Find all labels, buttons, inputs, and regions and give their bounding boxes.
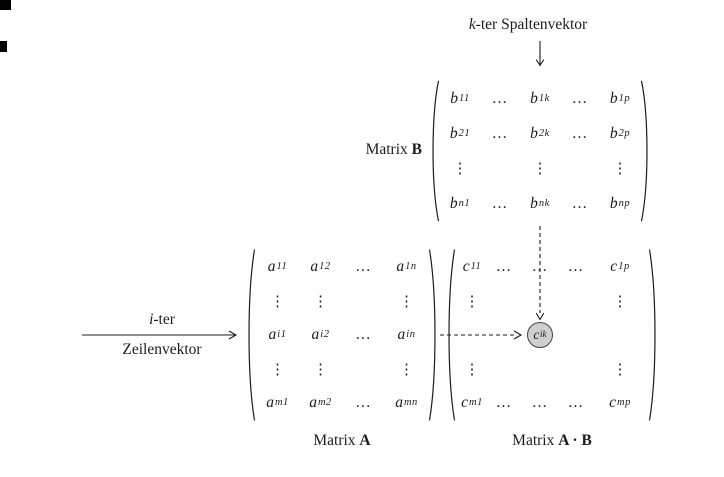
matrix-cell <box>342 352 385 386</box>
matrix-a-word: Matrix <box>313 432 360 449</box>
matrix-cell: … <box>531 394 549 411</box>
matrix-b-name: B <box>411 141 422 158</box>
row-vector-label: i-ter Zeilenvektor <box>80 311 244 359</box>
matrix-cell <box>560 151 600 186</box>
dashed-row-arrow-icon <box>440 330 523 340</box>
matrix-b-left-paren <box>428 78 440 224</box>
matrix-cell <box>488 284 520 318</box>
row-arrow-icon <box>82 330 238 340</box>
matrix-cell <box>560 284 592 318</box>
matrix-cell: … <box>531 258 549 275</box>
matrix-cell: … <box>567 394 585 411</box>
matrix-product-word: Matrix <box>512 432 559 449</box>
matrix-b-word: Matrix <box>365 141 412 158</box>
matrix-a-name: A <box>359 432 371 449</box>
row-vector-word: Zeilenvektor <box>122 341 202 358</box>
matrix-b-right-paren <box>640 78 652 224</box>
matrix-cell: ⋮ <box>270 293 285 310</box>
page-marker-square-top <box>0 0 11 10</box>
matrix-cell: … <box>355 394 372 411</box>
page-marker-square-left <box>0 41 7 52</box>
matrix-product-label: Matrix A · B <box>478 432 626 450</box>
matrix-cell: ⋮ <box>270 361 285 378</box>
matrix-cell: … <box>495 394 513 411</box>
matrix-cell: … <box>355 258 372 275</box>
matrix-a-label: Matrix A <box>282 432 402 450</box>
matrix-cell: … <box>571 89 589 107</box>
matrix-cell: … <box>355 326 372 343</box>
matrix-cell <box>560 352 592 386</box>
i-variable: i <box>149 311 154 328</box>
matrix-a-right-paren <box>428 246 440 424</box>
matrix-cell <box>480 151 520 186</box>
matrix-b-label: Matrix B <box>322 141 422 159</box>
matrix-cell: ⋮ <box>532 161 548 177</box>
column-vector-label-text: -ter Spaltenvektor <box>475 16 588 33</box>
dashed-column-arrow-icon <box>535 226 545 321</box>
matrix-cell: ⋮ <box>313 361 328 378</box>
row-vector-label-ter: -ter <box>153 311 175 328</box>
matrix-cell: ⋮ <box>464 361 480 378</box>
matrix-cell: ⋮ <box>399 293 414 310</box>
row-vector-label-bottom: Zeilenvektor <box>80 341 244 359</box>
matrix-cell <box>342 284 385 318</box>
matrix-cell: ⋮ <box>612 293 628 310</box>
column-vector-label: k-ter Spaltenvektor <box>428 16 628 34</box>
matrix-cell: ⋮ <box>399 361 414 378</box>
matrix-cell: ⋮ <box>612 161 628 177</box>
matrix-cell <box>488 352 520 386</box>
matrix-cell: … <box>571 124 589 142</box>
matrix-a-left-paren <box>244 246 256 424</box>
matrix-cell: ⋮ <box>464 293 480 310</box>
row-vector-label-top: i-ter <box>80 311 244 329</box>
matrix-product-right-paren <box>648 246 660 424</box>
c-variable: c <box>533 327 540 342</box>
matrix-cell: ⋮ <box>612 361 628 378</box>
matrix-cell: … <box>571 194 589 212</box>
matrix-cell: … <box>491 124 509 142</box>
matrix-cell: … <box>491 89 509 107</box>
matrix-cell <box>560 318 592 352</box>
matrix-cell: … <box>495 258 513 275</box>
k-variable: k <box>468 16 476 33</box>
column-arrow-icon <box>535 41 545 67</box>
matrix-cell: … <box>567 258 585 275</box>
matrix-cell: … <box>491 194 509 212</box>
matrix-cell: ⋮ <box>313 293 328 310</box>
matrix-cell <box>520 352 560 386</box>
matrix-cell <box>592 318 648 352</box>
matrix-product-name: A · B <box>558 432 592 449</box>
matrix-cell: ⋮ <box>452 161 468 177</box>
